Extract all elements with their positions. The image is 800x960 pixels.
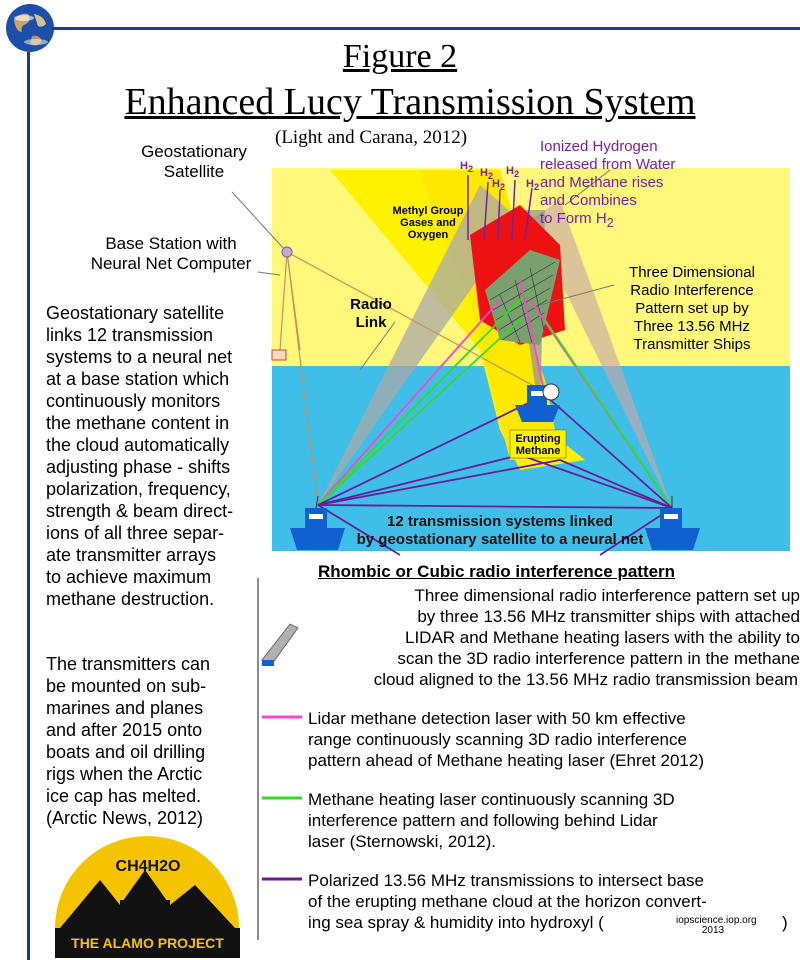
h2-label: H2 <box>492 178 506 193</box>
page-title: Enhanced Lucy Transmission System <box>124 81 696 123</box>
legend-intro-last: cloud aligned to the 13.56 MHz radio tra… <box>373 670 798 689</box>
geo-satellite-label: Geostationary Satellite <box>141 142 247 181</box>
erupting-methane-label: Erupting Methane <box>515 433 561 457</box>
left-paragraph-2: The transmitters can be mounted on sub- … <box>46 654 211 828</box>
right-beam <box>530 200 672 508</box>
logo-formula: CH4H2O <box>115 858 181 875</box>
figure-label: Figure 2 <box>342 38 458 75</box>
legend-item-heating: Methane heating laser continuously scann… <box>308 790 675 851</box>
base-station-label: Base Station with Neural Net Computer <box>90 234 252 273</box>
satellite-links <box>279 251 546 506</box>
base-station-icon <box>271 349 287 361</box>
three-d-pattern-label: Three Dimensional Radio Interference Pat… <box>629 264 755 353</box>
h2-label: H2 <box>526 178 540 193</box>
ship-center-icon <box>515 383 560 422</box>
laser-lines <box>317 279 673 509</box>
legend-item-lidar: Lidar methane detection laser with 50 km… <box>308 709 704 770</box>
methyl-group-label: Methyl Group Gases and Oxygen <box>392 205 464 241</box>
h2-label: H2 <box>480 167 494 182</box>
h2-label: H2 <box>506 165 520 180</box>
left-beam <box>318 185 520 505</box>
ship-left-icon <box>290 495 345 550</box>
satellite-icon <box>281 246 293 258</box>
h2-label: H2 <box>460 160 474 175</box>
purple-transmissions <box>317 394 673 556</box>
legend-intro: Three dimensional radio interference pat… <box>397 586 800 668</box>
citation: (Light and Carana, 2012) <box>275 127 468 148</box>
logo-name: THE ALAMO PROJECT <box>71 935 224 951</box>
close-paren: ) <box>782 913 788 932</box>
ionized-hydrogen-label: Ionized Hydrogen released from Water and… <box>540 138 676 230</box>
left-border <box>27 52 30 960</box>
source-note: iopscience.iop.org 2013 <box>676 915 757 936</box>
legend-heading: Rhombic or Cubic radio interference patt… <box>318 562 676 581</box>
left-paragraph-1: Geostationary satellite links 12 transmi… <box>46 303 234 609</box>
legend-item-transmission: Polarized 13.56 MHz transmissions to int… <box>308 871 707 932</box>
linked-systems-caption: 12 transmission systems linked by geosta… <box>356 513 644 548</box>
radio-link-label: Radio Link <box>350 296 392 331</box>
globe-icon <box>6 4 54 52</box>
top-border <box>52 27 800 30</box>
h2-arrows <box>467 175 533 241</box>
laser-device-icon <box>261 623 299 666</box>
alamo-logo-icon <box>55 836 240 958</box>
erupting-box <box>509 429 567 459</box>
ship-right-icon <box>645 496 700 550</box>
